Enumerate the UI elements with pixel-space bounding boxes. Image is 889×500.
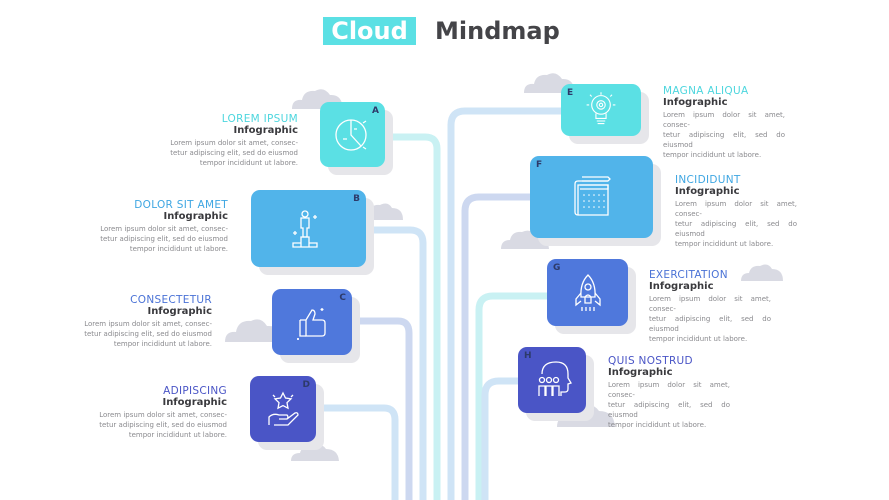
node-description: Lorem ipsum dolor sit amet, consec- tetu… [84,320,212,348]
node-subheading: Infographic [675,186,740,197]
cloud-icon [225,319,283,342]
node-heading: DOLOR SIT AMET [134,199,228,211]
node-box-f[interactable]: F [530,156,653,238]
cloud-icon [741,264,783,281]
node-text-f: INCIDIDUNT Infographic Lorem ipsum dolor… [675,174,797,249]
node-box-e[interactable]: E [561,84,641,136]
node-subheading: Infographic [663,97,728,108]
node-text-b: DOLOR SIT AMET Infographic Lorem ipsum d… [28,199,228,254]
node-letter: D [302,380,310,390]
connector-d [315,404,399,500]
node-subheading: Infographic [147,306,212,317]
node-subheading: Infographic [163,211,228,222]
cloud-icon [501,230,549,249]
thumbs-up-icon [297,308,326,340]
node-description: Lorem ipsum dolor sit amet, consec- tetu… [99,411,227,439]
node-letter: A [372,106,379,116]
rocket-icon [574,273,601,311]
connector-g [475,292,550,500]
node-letter: B [353,194,360,204]
title-highlight: Cloud [323,17,416,45]
node-heading: EXERCITATION [649,269,728,281]
node-subheading: Infographic [649,281,714,292]
lightbulb-gear-icon [586,92,616,125]
connector-f [461,193,532,500]
connector-h [481,377,520,500]
node-text-a: LOREM IPSUM Infographic Lorem ipsum dolo… [98,113,298,168]
node-text-g: EXERCITATION Infographic Lorem ipsum dol… [649,269,771,344]
node-description: Lorem ipsum dolor sit amet, consec- tetu… [100,225,228,253]
connector-a [385,133,441,500]
node-text-e: MAGNA ALIQUA Infographic Lorem ipsum dol… [663,85,785,160]
node-letter: F [536,160,543,170]
node-text-h: QUIS NOSTRUD Infographic Lorem ipsum dol… [608,355,730,430]
node-letter: G [553,263,561,273]
connector-b [365,226,427,500]
node-heading: ADIPISCING [163,385,227,397]
node-text-c: CONSECTETUR Infographic Lorem ipsum dolo… [12,294,212,349]
node-box-b[interactable]: B [251,190,366,267]
node-letter: H [524,351,532,361]
pie-chart-icon [334,118,367,151]
node-subheading: Infographic [162,397,227,408]
star-in-hand-icon [268,391,299,426]
team-head-icon [538,361,572,396]
node-box-c[interactable]: C [272,289,352,355]
node-description: Lorem ipsum dolor sit amet, consec- tetu… [649,295,771,343]
node-heading: QUIS NOSTRUD [608,355,693,367]
node-box-a[interactable]: A [320,102,385,167]
cloud-icon [291,444,339,461]
node-description: Lorem ipsum dolor sit amet, consec- tetu… [675,200,797,248]
node-heading: LOREM IPSUM [221,113,298,125]
node-description: Lorem ipsum dolor sit amet, consec- tetu… [663,111,785,159]
node-subheading: Infographic [233,125,298,136]
node-heading: INCIDIDUNT [675,174,741,186]
connector-e [447,107,565,500]
node-heading: CONSECTETUR [130,294,212,306]
node-letter: C [339,293,346,303]
title-text: Mindmap [435,17,560,45]
node-text-d: ADIPISCING Infographic Lorem ipsum dolor… [27,385,227,440]
blueprint-icon [573,176,611,216]
node-heading: MAGNA ALIQUA [663,85,749,97]
cloud-icon [361,203,403,220]
node-description: Lorem ipsum dolor sit amet, consec- tetu… [608,381,730,429]
node-box-d[interactable]: D [250,376,316,442]
winner-podium-icon [291,209,318,248]
node-subheading: Infographic [608,367,673,378]
node-letter: E [567,88,574,98]
connector-c [350,317,413,500]
node-box-g[interactable]: G [547,259,628,326]
node-box-h[interactable]: H [518,347,586,413]
node-description: Lorem ipsum dolor sit amet, consec- tetu… [170,139,298,167]
